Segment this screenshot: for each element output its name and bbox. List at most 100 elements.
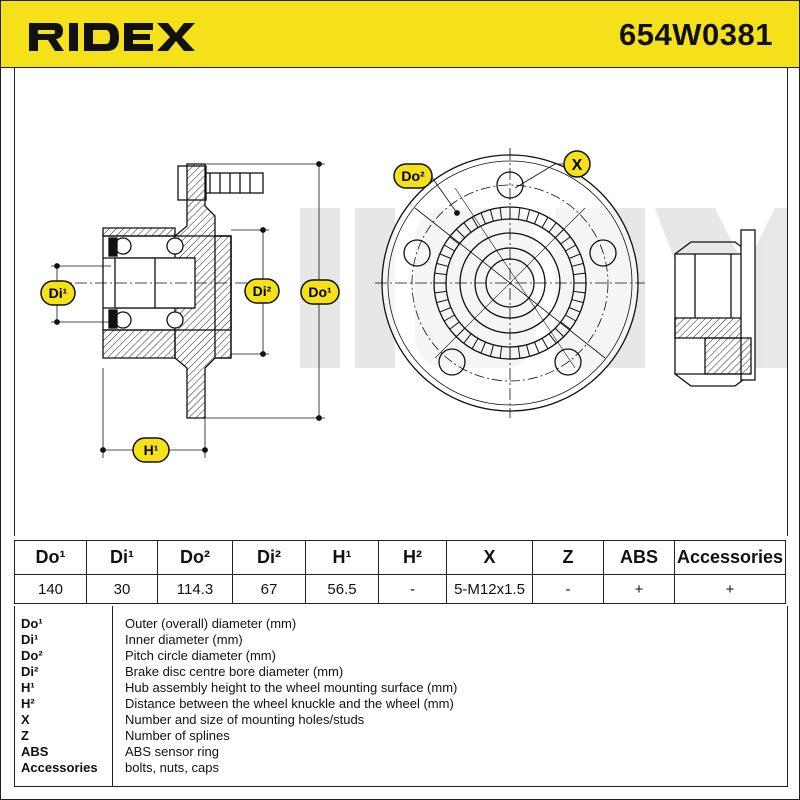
header-bar: 654W0381 <box>1 1 799 68</box>
abs-tooth <box>434 272 447 276</box>
spec-value-cell: - <box>378 574 447 604</box>
legend-key: Do² <box>21 648 43 663</box>
badge-x: X <box>563 150 591 178</box>
legend-row: Z Number of splines <box>15 728 787 744</box>
legend-key: Di² <box>21 664 39 679</box>
abs-tooth <box>526 344 531 357</box>
spec-value-cell: + <box>603 574 675 604</box>
spec-value-cell: 5-M12x1.5 <box>446 574 533 604</box>
legend-row: Do² Pitch circle diameter (mm) <box>15 648 787 664</box>
abs-tooth <box>565 314 577 322</box>
abs-tooth <box>499 207 503 220</box>
spec-header-cell: Z <box>532 540 604 575</box>
legend-row: Di² Brake disc centre bore diameter (mm) <box>15 664 787 680</box>
legend-panel: Do¹ Outer (overall) diameter (mm) Di¹ In… <box>14 606 788 787</box>
legend-desc: Inner diameter (mm) <box>125 632 243 647</box>
abs-tooth <box>565 244 577 252</box>
spec-value-cell: 30 <box>86 574 158 604</box>
abs-tooth <box>534 212 540 225</box>
legend-desc: bolts, nuts, caps <box>125 760 219 775</box>
abs-tooth <box>517 207 521 220</box>
badge-di1-label: Di¹ <box>49 285 68 301</box>
abs-tooth <box>554 327 565 338</box>
badge-do2: Do² <box>393 163 433 189</box>
spec-header-cell: Do² <box>157 540 233 575</box>
abs-tooth <box>571 262 584 267</box>
abs-tooth <box>471 216 479 228</box>
abs-tooth <box>436 299 449 304</box>
abs-tooth <box>560 236 571 245</box>
spec-header-cell: Di² <box>232 540 306 575</box>
abs-tooth <box>449 236 460 245</box>
spec-header-cell: Do¹ <box>14 540 87 575</box>
badge-x-label: X <box>572 157 583 174</box>
hub-side-section <box>55 163 264 419</box>
abs-tooth <box>480 212 486 225</box>
abs-tooth <box>439 307 452 313</box>
ridex-logo-icon <box>29 23 195 51</box>
abs-tooth <box>573 272 586 276</box>
part-number: 654W0381 <box>619 17 773 52</box>
abs-tooth <box>534 341 540 354</box>
legend-key: Z <box>21 728 29 743</box>
legend-desc: Number of splines <box>125 728 230 743</box>
legend-desc: Pitch circle diameter (mm) <box>125 648 276 663</box>
abs-tooth <box>517 346 521 359</box>
abs-tooth <box>541 216 549 228</box>
legend-key: Do¹ <box>21 616 43 631</box>
spec-header-cell: Accessories <box>674 540 786 575</box>
legend-row: Do¹ Outer (overall) diameter (mm) <box>15 616 787 632</box>
abs-tooth <box>548 333 557 344</box>
abs-tooth <box>568 307 581 313</box>
abs-tooth <box>571 299 584 304</box>
legend-key: Accessories <box>21 760 98 775</box>
badge-h1-label: H¹ <box>144 442 159 458</box>
spec-header-cell: X <box>446 540 533 575</box>
abs-ring-teeth <box>434 207 586 359</box>
abs-tooth <box>439 253 452 259</box>
legend-row: Accessories bolts, nuts, caps <box>15 760 787 776</box>
spec-header-cell: H² <box>378 540 447 575</box>
abs-tooth <box>434 290 447 294</box>
abs-tooth <box>443 244 455 252</box>
spec-value-cell: + <box>674 574 786 604</box>
legend-desc: Hub assembly height to the wheel mountin… <box>125 680 458 695</box>
badge-di2: Di² <box>244 278 280 304</box>
abs-tooth <box>541 338 549 350</box>
legend-desc: Outer (overall) diameter (mm) <box>125 616 297 631</box>
hub-drawing-svg: Di¹ Di² Do¹ H¹ Do² X <box>40 148 787 463</box>
badge-h1: H¹ <box>132 437 170 463</box>
spec-value-cell: 140 <box>14 574 87 604</box>
legend-row: H¹ Hub assembly height to the wheel moun… <box>15 680 787 696</box>
badge-di1: Di¹ <box>40 280 76 306</box>
spec-value-cell: 67 <box>232 574 306 604</box>
legend-key: X <box>21 712 30 727</box>
abs-tooth <box>443 314 455 322</box>
legend-key: H² <box>21 696 35 711</box>
abs-tooth <box>449 321 460 330</box>
legend-desc: Brake disc centre bore diameter (mm) <box>125 664 344 679</box>
spec-value-row: 140 30 114.3 67 56.5 - 5-M12x1.5 - + + <box>14 574 786 604</box>
abs-tooth <box>463 333 472 344</box>
wheel-nut-view <box>674 229 756 387</box>
legend-key: ABS <box>21 744 49 759</box>
abs-tooth <box>436 262 449 267</box>
abs-tooth <box>499 346 503 359</box>
legend-desc: Distance between the wheel knuckle and t… <box>125 696 454 711</box>
legend-row: ABS ABS sensor ring <box>15 744 787 760</box>
spec-value-cell: - <box>532 574 604 604</box>
abs-tooth <box>573 290 586 294</box>
legend-row: Di¹ Inner diameter (mm) <box>15 632 787 648</box>
spec-header-cell: Di¹ <box>86 540 158 575</box>
abs-tooth <box>480 341 486 354</box>
abs-tooth <box>489 344 494 357</box>
abs-tooth <box>560 321 571 330</box>
legend-row: H² Distance between the wheel knuckle an… <box>15 696 787 712</box>
spec-value-cell: 114.3 <box>157 574 233 604</box>
abs-tooth <box>463 222 472 233</box>
spec-header-cell: H¹ <box>305 540 379 575</box>
legend-divider <box>112 606 113 786</box>
hub-front-view <box>375 148 645 418</box>
abs-tooth <box>489 209 494 222</box>
abs-tooth <box>568 253 581 259</box>
